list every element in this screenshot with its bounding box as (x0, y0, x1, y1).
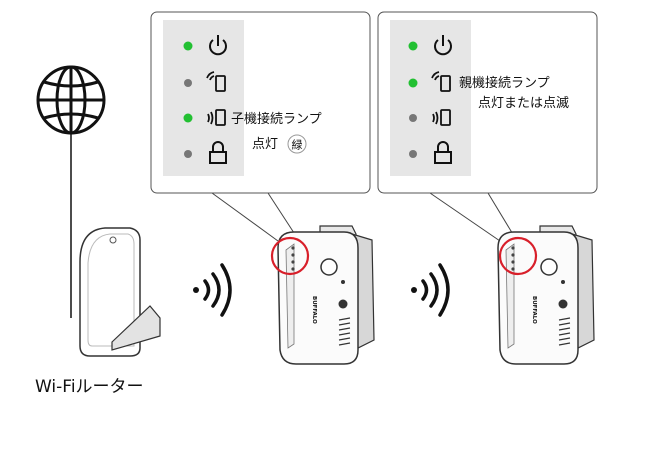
child-lamp-label: 子機接続ランプ (231, 111, 322, 127)
power-icon (209, 35, 227, 56)
parent-connection-led (408, 78, 418, 88)
child-connection-led (183, 113, 193, 123)
wifi-extender-right: BUFFALO (497, 225, 595, 365)
parent-device-icon (431, 71, 451, 92)
child-connection-led (409, 114, 417, 122)
led-highlight-circle (498, 236, 538, 276)
security-led (409, 150, 417, 158)
power-icon (434, 35, 452, 56)
router-label: Wi-Fiルーター (35, 377, 144, 397)
parent-device-icon (206, 71, 226, 92)
power-led (183, 41, 193, 51)
power-led (408, 41, 418, 51)
wifi-router (79, 227, 161, 357)
extender-brand-logo: BUFFALO (531, 296, 537, 324)
led-highlight-circle (270, 236, 310, 276)
callout-panel-left: 子機接続ランプ 点灯 緑 (150, 11, 371, 194)
child-device-icon (432, 109, 451, 126)
color-badge (287, 134, 307, 154)
lock-icon (209, 141, 227, 164)
wifi-signal-icon (193, 263, 232, 317)
wifi-signal-icon (411, 263, 450, 317)
parent-lamp-label: 親機接続ランプ (459, 75, 550, 91)
lock-icon (434, 141, 452, 164)
parent-connection-led (184, 79, 192, 87)
parent-lamp-status: 点灯または点滅 (478, 96, 569, 111)
child-lamp-status: 点灯 (252, 137, 278, 152)
wifi-extender-left: BUFFALO (277, 225, 375, 365)
security-led (184, 150, 192, 158)
child-device-icon (207, 109, 226, 126)
callout-panel-right: 親機接続ランプ 点灯または点滅 (377, 11, 598, 194)
globe-icon (36, 65, 106, 135)
extender-brand-logo: BUFFALO (311, 296, 317, 324)
callout-connectors (211, 192, 515, 242)
color-badge-text: 緑 (292, 138, 303, 152)
